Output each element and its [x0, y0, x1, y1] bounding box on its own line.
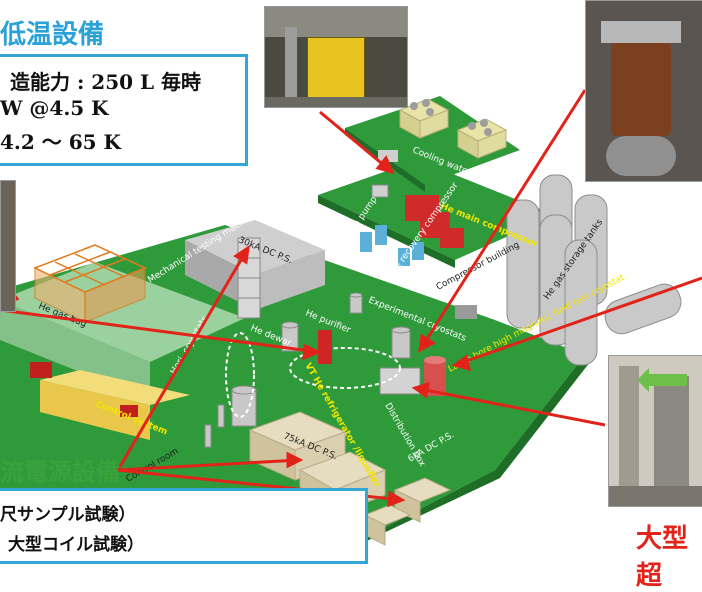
coil-cylinder: [611, 41, 671, 136]
ps-6ka-blocks: [363, 477, 452, 546]
large-bore-cryostat: [424, 356, 446, 396]
power-line-2: 大型コイル試験）: [8, 535, 144, 555]
cryostat-photo: [585, 0, 702, 182]
left-photo: [0, 180, 16, 312]
compressor-unit: [307, 37, 365, 99]
control-room: [40, 380, 150, 440]
cryo-line-2: W @4.5 K: [0, 96, 109, 120]
cryo-spec-box: [0, 54, 248, 166]
compressor-photo: [264, 6, 408, 108]
green-arrow-icon: [637, 368, 687, 392]
horizontal-tank: [604, 283, 682, 335]
power-line-1: 尺サンプル試験）: [0, 505, 136, 525]
cooling-ground: [345, 96, 520, 185]
cooling-towers: [398, 98, 508, 159]
control-cabinet: [30, 362, 52, 378]
power-spec-box: [0, 488, 368, 564]
he-main-compressor: [405, 195, 464, 248]
vt-refrigerator: [318, 330, 332, 364]
cryo-line-1: 造能力 : 250 L 毎時: [10, 70, 202, 94]
cryo-heading: 低温設備: [0, 20, 105, 50]
callout-arrows: [0, 89, 702, 508]
vacuum-pump: [360, 225, 424, 266]
lab-cylinders: [204, 292, 411, 448]
facility-map: 30kA DC P.S. He gas bag Mechanical testi…: [0, 89, 702, 556]
lab-photo: [608, 355, 702, 507]
power-heading: 流電源設備: [0, 458, 120, 486]
ps-75ka-blocks: [248, 411, 387, 516]
cryo-line-3: 4.2 〜 65 K: [0, 130, 121, 154]
magnet-heading: 大型超: [636, 524, 689, 591]
he-gas-storage-tanks: [506, 174, 608, 366]
